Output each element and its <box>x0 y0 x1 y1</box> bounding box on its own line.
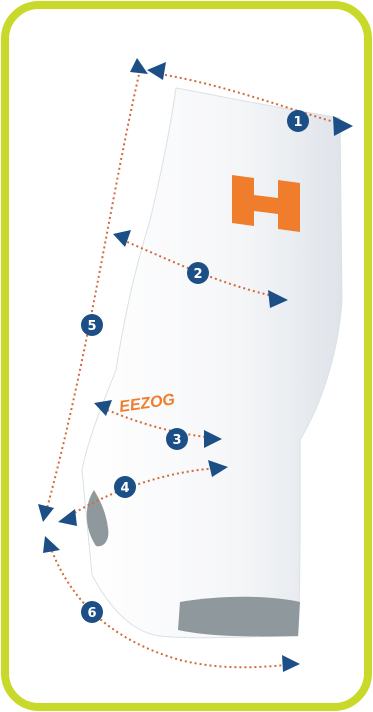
marker-6-label: 6 <box>87 606 96 621</box>
marker-2: 2 <box>187 262 209 284</box>
marker-6: 6 <box>81 601 103 623</box>
marker-1-label: 1 <box>293 115 302 130</box>
marker-3: 3 <box>166 428 188 450</box>
marker-3-label: 3 <box>172 433 181 448</box>
marker-5-label: 5 <box>87 319 96 334</box>
marker-4: 4 <box>114 476 136 498</box>
marker-2-label: 2 <box>193 267 202 282</box>
toe-zone <box>178 597 300 637</box>
marker-1: 1 <box>287 110 309 132</box>
marker-4-label: 4 <box>120 481 129 496</box>
marker-5: 5 <box>81 314 103 336</box>
